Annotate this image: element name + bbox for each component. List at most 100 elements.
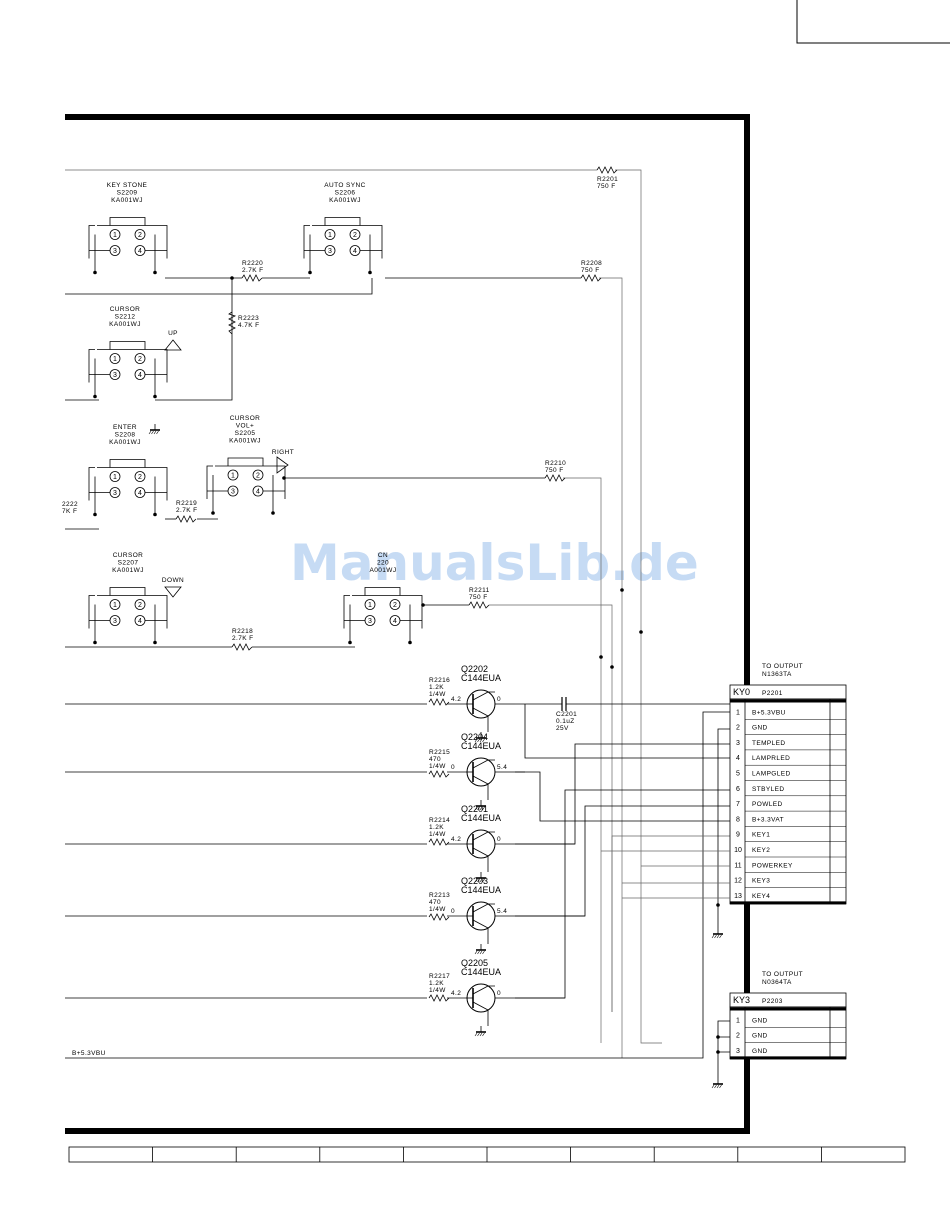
switch-pin-number: 4: [256, 489, 260, 496]
resistor-value: 1.2K: [429, 824, 444, 831]
transistor-input-voltage: 4.2: [451, 990, 461, 997]
switch-pin-number: 3: [113, 490, 117, 497]
transistor-output-wire: [488, 691, 515, 705]
switch-pin-number: 1: [328, 232, 332, 239]
switch-pin: [324, 229, 336, 240]
junction-dot: [716, 1050, 720, 1054]
arrow-label: UP: [168, 330, 178, 337]
resistor-zigzag: [228, 311, 237, 335]
ground-symbol: [474, 1026, 486, 1037]
switch-label: S2208: [115, 432, 136, 439]
switch-pin: [389, 599, 401, 610]
junction-dot: [211, 511, 215, 515]
transistor-output-wire: [488, 903, 515, 917]
switch-pin-number: 2: [353, 232, 357, 239]
switch-pin: [227, 469, 239, 481]
switch-pin-number: 3: [113, 618, 117, 625]
connector-pin-number: 1: [736, 1017, 740, 1024]
transistor-name: Q2202: [461, 664, 488, 674]
connector-pref: P2203: [762, 998, 783, 1005]
gnd-stub: [717, 728, 730, 928]
connector-to-label: TO OUTPUT: [762, 971, 803, 978]
connector-pin-signal: B+5.3VBU: [752, 709, 786, 716]
switch-pin-number: 2: [256, 473, 260, 480]
connector-to-label: TO OUTPUT: [762, 663, 803, 670]
switch-label: S2206: [335, 190, 356, 197]
switch-pin-number: 2: [138, 232, 142, 239]
switch-label: CURSOR: [110, 306, 141, 313]
junction-dot: [421, 603, 425, 607]
connector-body: [729, 1006, 847, 1060]
wiring: [65, 169, 732, 1059]
resistor-value: 470: [429, 756, 441, 763]
switch-label: A001WJ: [370, 567, 397, 574]
junction-dot: [153, 512, 157, 517]
switch-label: CN: [378, 552, 388, 559]
connector-pin-signal: TEMPLED: [752, 740, 786, 747]
resistor-name: R2220: [242, 260, 263, 267]
resistor-name: R2211: [469, 587, 490, 594]
transistor-name: Q2201: [461, 804, 488, 814]
connector-pin-signal: KEY4: [752, 893, 770, 900]
switch-plunger: [227, 457, 264, 466]
switch-pin-number: 2: [138, 356, 142, 363]
junction-dot: [368, 270, 372, 275]
resistor-rating: 1/4W: [429, 691, 446, 698]
connector-pin-number: 3: [736, 1048, 740, 1055]
junction-dot: [282, 476, 286, 480]
switch-pin-number: 3: [328, 248, 332, 255]
connector-pin-number: 3: [736, 740, 740, 747]
junction-dot: [230, 276, 234, 280]
resistor-value: 750 F: [469, 594, 488, 601]
transistor-name: Q2204: [461, 732, 488, 742]
connector-pin-signal: POWLED: [752, 801, 783, 808]
resistor-value: 7K F: [62, 508, 77, 515]
resistor-name: R2210: [545, 460, 566, 467]
connector-pin-signal: KEY1: [752, 832, 770, 839]
connector-pin-signal: KEY2: [752, 847, 770, 854]
resistor-zigzag: [580, 274, 602, 282]
switch-label: KA001WJ: [109, 439, 141, 446]
switch-pin: [134, 229, 146, 240]
transistor-output-wire: [488, 759, 515, 773]
junction-dot: [271, 511, 275, 515]
switch-pin: [134, 471, 146, 482]
transistor-route: [515, 789, 730, 999]
resistor-name: R2223: [238, 315, 259, 322]
resistor-name: R2214: [429, 817, 450, 824]
transistor-input-voltage: 0: [451, 764, 455, 771]
switch-pin-number: 3: [113, 372, 117, 379]
connector-pin-signal: GND: [752, 1033, 768, 1040]
junction-dot: [93, 394, 97, 399]
connector-pin-signal: KEY3: [752, 878, 770, 885]
board-outline: [65, 114, 750, 1134]
transistor-part: C144EUA: [461, 813, 501, 823]
capacitor-value: 0.1uZ: [556, 718, 575, 725]
transistor-name: Q2205: [461, 958, 488, 968]
transistor-part: C144EUA: [461, 741, 501, 751]
junction-dot: [93, 640, 97, 645]
switch-pin-number: 2: [393, 602, 397, 609]
resistor-name: R2215: [429, 749, 450, 756]
arrow-label: RIGHT: [272, 449, 294, 456]
switch-plunger: [324, 217, 361, 226]
transistor-output-voltage: 5.4: [497, 908, 507, 915]
transistor-output-wire: [488, 831, 515, 845]
capacitor-c2201: C2201 0.1uZ 25V: [535, 697, 730, 732]
switch-label: ENTER: [113, 424, 137, 431]
switch-label: KA001WJ: [229, 438, 261, 445]
switch-pin-number: 4: [138, 248, 142, 255]
key-route: [611, 835, 730, 1012]
